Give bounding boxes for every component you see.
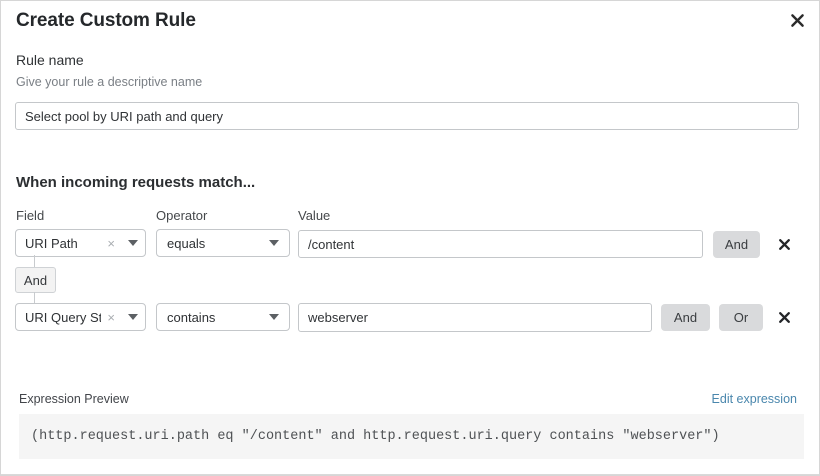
bottom-divider: [1, 474, 819, 475]
rule-name-help-text: Give your rule a descriptive name: [16, 75, 203, 89]
expression-preview-label: Expression Preview: [19, 392, 129, 406]
column-header-field: Field: [16, 208, 45, 223]
connector-line-top: [34, 255, 35, 268]
and-button-row-2[interactable]: And: [661, 304, 710, 331]
chevron-down-icon-operator-row-2[interactable]: [259, 314, 289, 320]
or-button-row-2[interactable]: Or: [719, 304, 763, 331]
field-select-value-row-2: URI Query St...: [25, 309, 102, 325]
match-section-heading: When incoming requests match...: [16, 174, 256, 191]
value-input-row-2[interactable]: [298, 303, 652, 332]
connector-line-bottom: [34, 292, 35, 304]
column-header-value: Value: [298, 208, 331, 223]
chevron-down-icon-field-row-1[interactable]: [121, 240, 145, 246]
dialog-title: Create Custom Rule: [16, 10, 196, 31]
rule-name-label: Rule name: [16, 52, 84, 68]
and-button-row-1[interactable]: And: [713, 231, 760, 258]
rule-name-input[interactable]: [15, 102, 799, 130]
close-icon[interactable]: [784, 7, 810, 33]
clear-icon-field-row-2[interactable]: ×: [107, 309, 115, 325]
operator-select-row-2[interactable]: contains: [156, 303, 290, 331]
clear-icon-field-row-1[interactable]: ×: [107, 235, 115, 251]
field-select-row-1[interactable]: URI Path ×: [15, 229, 146, 257]
chevron-down-icon-operator-row-1[interactable]: [259, 240, 289, 246]
chevron-down-icon-field-row-2[interactable]: [121, 314, 145, 320]
operator-select-row-1[interactable]: equals: [156, 229, 290, 257]
operator-select-value-row-1: equals: [167, 235, 206, 251]
value-input-row-1[interactable]: [298, 230, 703, 258]
logic-connector-badge[interactable]: And: [15, 267, 56, 293]
remove-condition-icon-row-2[interactable]: [774, 307, 794, 327]
column-header-operator: Operator: [156, 208, 208, 223]
field-select-value-row-1: URI Path: [25, 235, 78, 251]
expression-preview-text: (http.request.uri.path eq "/content" and…: [19, 414, 804, 459]
remove-condition-icon-row-1[interactable]: [774, 234, 794, 254]
field-select-row-2[interactable]: URI Query St... ×: [15, 303, 146, 331]
operator-select-value-row-2: contains: [167, 309, 216, 325]
edit-expression-link[interactable]: Edit expression: [711, 392, 797, 406]
